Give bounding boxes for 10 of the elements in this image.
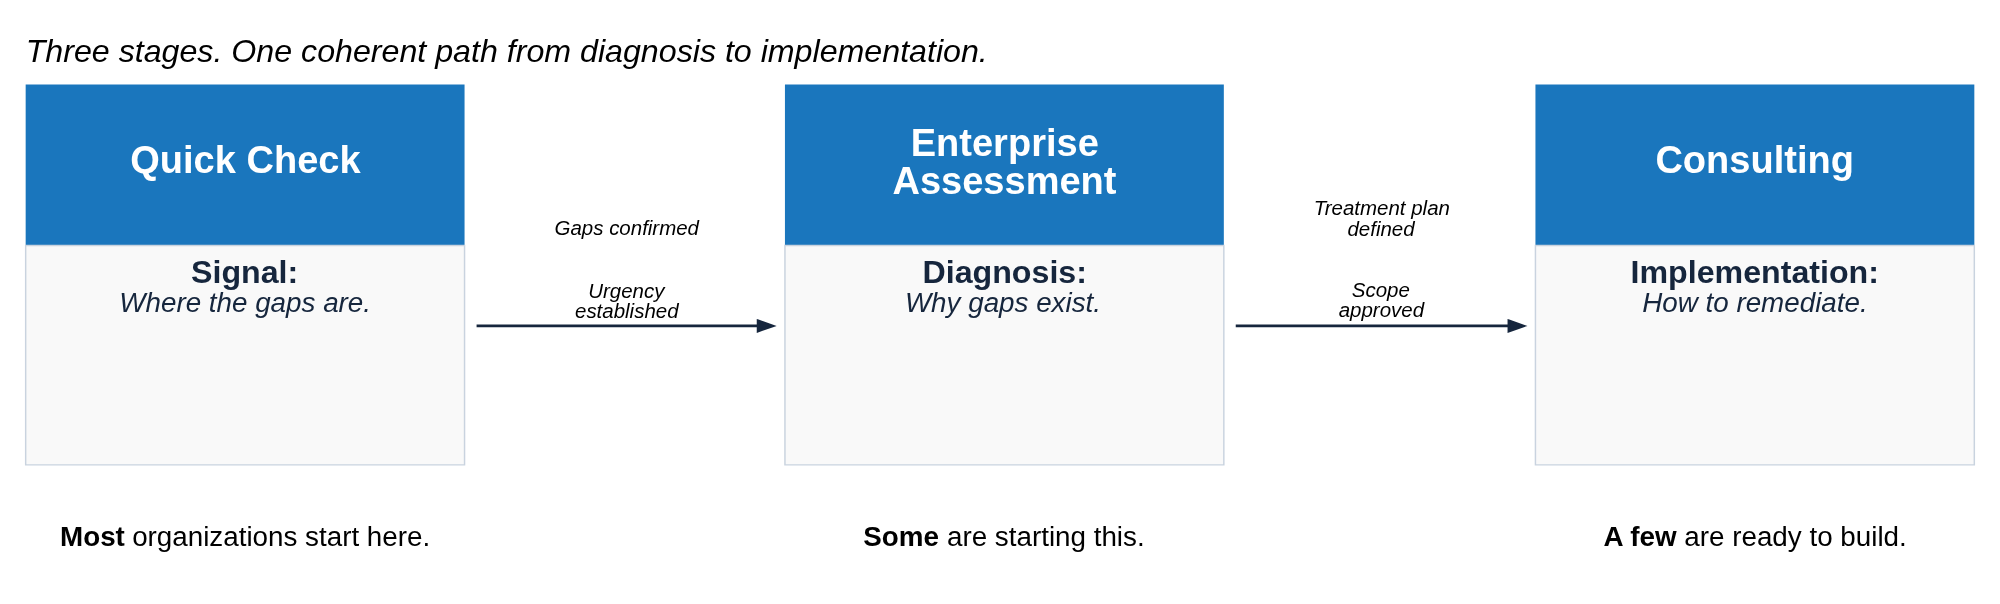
node-label: A few are ready to build. [1603, 520, 1907, 552]
node-label: Most organizations start here. [60, 520, 431, 552]
arrow [1235, 318, 1528, 333]
arrow [476, 318, 777, 333]
label: Urgency established [575, 278, 679, 322]
edge-label: Gaps confirmed [554, 215, 700, 239]
label: Scope approved [1338, 277, 1425, 321]
node-label: Some are starting this. [863, 520, 1145, 552]
diagram-title: Three stages. One coherent path from diagnosis to implementation. [25, 32, 988, 69]
edge-label: Treatment plan defined [1313, 195, 1450, 239]
